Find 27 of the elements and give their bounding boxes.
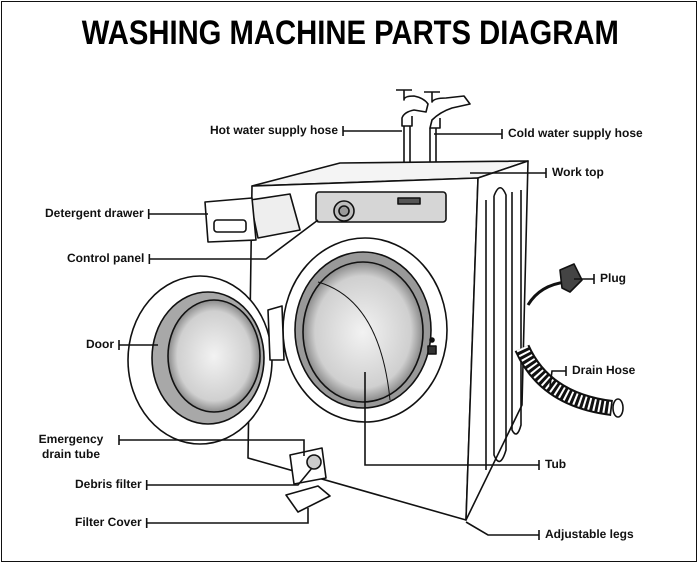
leader-line (549, 365, 567, 386)
part-label: Tub (545, 457, 566, 472)
part-label: Hot water supply hose (210, 123, 338, 138)
part-label: Adjustable legs (545, 527, 634, 542)
part-label: Emergency drain tube (28, 432, 114, 462)
leader-line (118, 339, 158, 351)
part-label: Filter Cover (75, 515, 142, 530)
leader-line (434, 128, 503, 140)
leader-line (148, 219, 318, 265)
part-label: Door (86, 337, 114, 352)
leader-line (342, 125, 402, 137)
leader-line (148, 208, 208, 220)
part-label: Detergent drawer (45, 206, 144, 221)
part-label: Debris filter (75, 477, 142, 492)
title: WASHING MACHINE PARTS DIAGRAM (80, 14, 620, 53)
part-label: Control panel (67, 251, 144, 266)
leader-line (146, 508, 309, 529)
leader-line (574, 273, 595, 285)
leader-line (470, 167, 547, 179)
leader-line (364, 372, 540, 471)
part-label: Plug (600, 271, 626, 286)
part-label: Work top (552, 165, 604, 180)
part-label: Drain Hose (572, 363, 636, 378)
leader-line (118, 434, 305, 456)
leader-line (146, 468, 313, 491)
part-label: Cold water supply hose (508, 126, 643, 141)
leader-line (466, 521, 540, 541)
